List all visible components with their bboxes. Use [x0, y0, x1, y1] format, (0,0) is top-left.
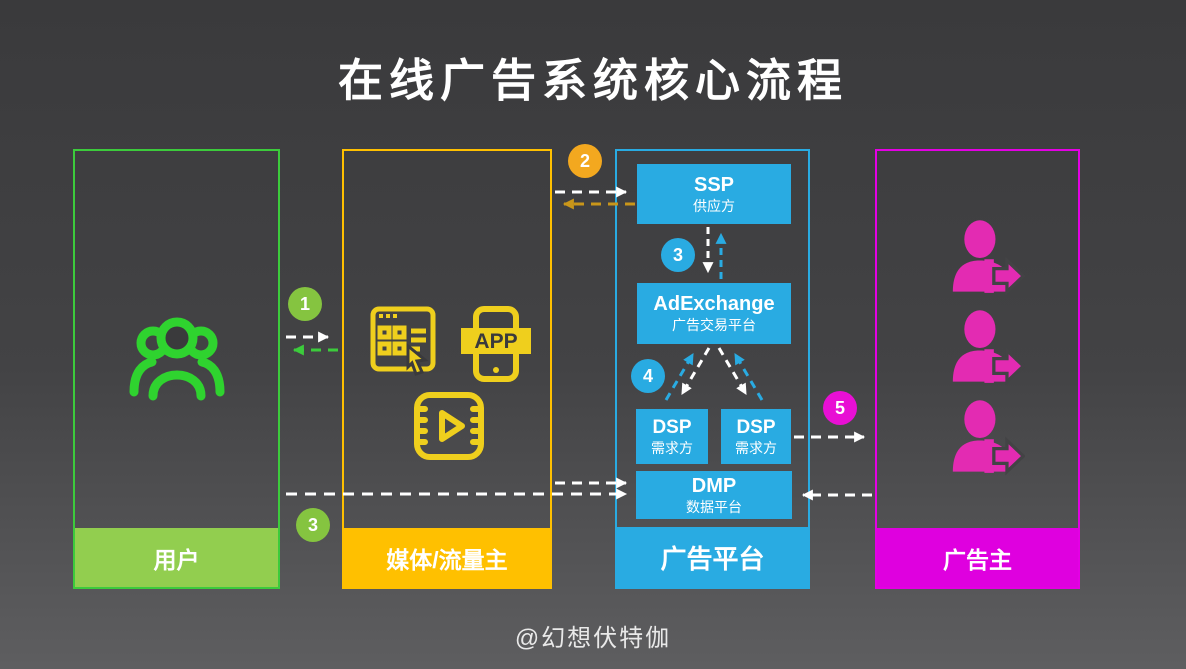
dsp-left-sub: 需求方: [651, 439, 693, 456]
author-watermark: @幻想伏特伽: [514, 625, 672, 652]
step-badge-5: 5: [823, 391, 857, 425]
column-user: 用户: [73, 149, 280, 589]
adexchange-name: AdExchange: [653, 293, 775, 316]
advertiser-person-icon: [952, 310, 1025, 386]
platform-label: 广告平台: [615, 527, 810, 587]
step-badge-2: 2: [568, 144, 602, 178]
video-icon: [414, 392, 484, 460]
column-platform: SSP 供应方 AdExchange 广告交易平台 DSP 需求方 DSP 需求…: [615, 149, 810, 589]
step-badge-3-bottom: 3: [296, 508, 330, 542]
ssp-sub: 供应方: [693, 197, 735, 214]
user-label: 用户: [75, 528, 278, 587]
step-badge-3: 3: [661, 238, 695, 272]
dmp-name: DMP: [691, 474, 737, 497]
column-advertiser: 广告主: [875, 149, 1080, 589]
ssp-box: SSP 供应方: [637, 164, 791, 224]
adexchange-sub: 广告交易平台: [672, 317, 756, 334]
dsp-right-name: DSP: [736, 416, 776, 438]
dsp-right-sub: 需求方: [735, 439, 777, 456]
step-badge-4: 4: [631, 359, 665, 393]
ssp-name: SSP: [693, 173, 735, 196]
app-banner-label: APP: [474, 330, 517, 353]
media-label: 媒体/流量主: [344, 528, 550, 587]
browser-icon: [370, 306, 436, 376]
dmp-sub: 数据平台: [686, 498, 742, 515]
column-media: APP 媒体/流量主: [342, 149, 552, 589]
dmp-box: DMP 数据平台: [636, 471, 792, 519]
user-group-icon: [129, 317, 225, 401]
page-title: 在线广告系统核心流程: [337, 55, 848, 106]
advertiser-person-icon: [952, 220, 1025, 296]
dsp-left-box: DSP 需求方: [636, 409, 708, 464]
adexchange-box: AdExchange 广告交易平台: [637, 283, 791, 344]
advertiser-label: 广告主: [877, 528, 1078, 587]
step-badge-1: 1: [288, 287, 322, 321]
advertiser-person-icon: [952, 400, 1025, 476]
dsp-left-name: DSP: [652, 416, 692, 438]
app-phone-icon: APP: [461, 306, 531, 382]
dsp-right-box: DSP 需求方: [721, 409, 791, 464]
